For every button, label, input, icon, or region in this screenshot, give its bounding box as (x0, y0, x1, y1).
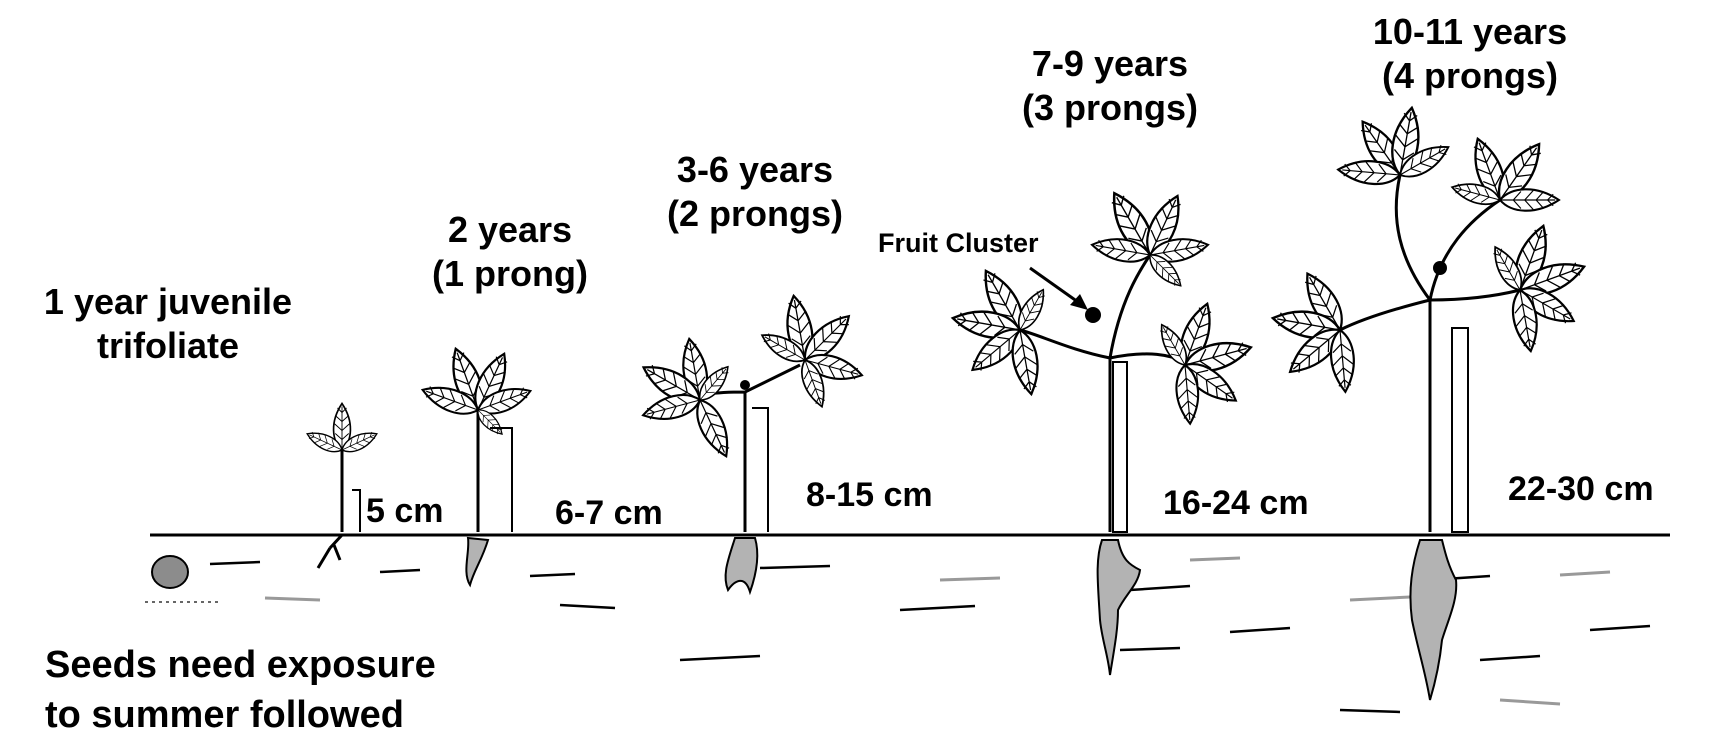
stage-2-height: 6-7 cm (555, 494, 663, 533)
seed-note-line-2: to summer followed (45, 690, 436, 740)
stage-3-label: 3-6 years (2 prongs) (625, 148, 885, 236)
stage-2-label: 2 years (1 prong) (400, 208, 620, 296)
stage-4-height: 16-24 cm (1163, 484, 1309, 523)
plant-3-two-prongs (638, 294, 865, 592)
seed (152, 556, 188, 588)
stage-3-age: 3-6 years (625, 148, 885, 192)
stage-5-label: 10-11 years (4 prongs) (1340, 10, 1600, 98)
stage-4-age: 7-9 years (990, 42, 1230, 86)
stage-1-height: 5 cm (366, 492, 444, 531)
stage-3-height: 8-15 cm (806, 476, 933, 515)
seed-note: Seeds need exposure to summer followed (45, 640, 436, 740)
plant-1-trifoliate (304, 404, 380, 569)
stage-5-age: 10-11 years (1340, 10, 1600, 54)
plant-4-three-prongs (951, 187, 1254, 675)
stage-2-age: 2 years (400, 208, 620, 252)
plant-5-four-prongs (1271, 106, 1589, 700)
fruit-cluster-label: Fruit Cluster (878, 228, 1039, 259)
stage-1-label: 1 year juvenile trifoliate (8, 280, 328, 368)
stage-2-detail: (1 prong) (400, 252, 620, 296)
stage-1-age: 1 year juvenile (8, 280, 328, 324)
stage-4-label: 7-9 years (3 prongs) (990, 42, 1230, 130)
stage-1-detail: trifoliate (8, 324, 328, 368)
stage-4-detail: (3 prongs) (990, 86, 1230, 130)
ginseng-growth-diagram: 1 year juvenile trifoliate 2 years (1 pr… (0, 0, 1713, 722)
seed-note-line-1: Seeds need exposure (45, 640, 436, 690)
stage-3-detail: (2 prongs) (625, 192, 885, 236)
stage-5-height: 22-30 cm (1508, 470, 1654, 509)
plant-2-one-prong (419, 345, 534, 585)
stage-5-detail: (4 prongs) (1340, 54, 1600, 98)
